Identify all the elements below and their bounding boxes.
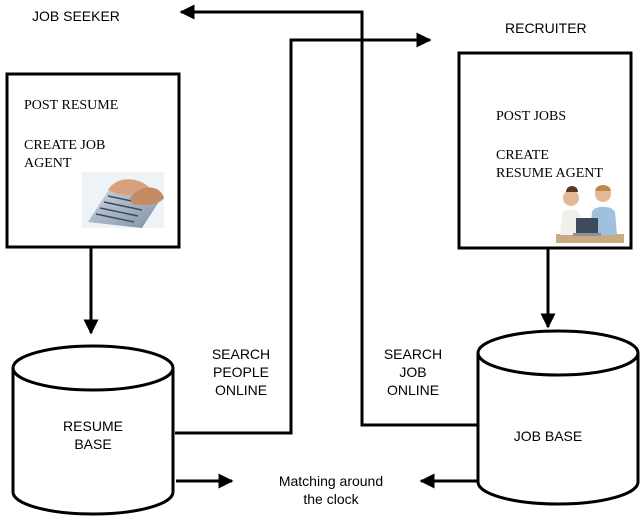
svg-text:the clock: the clock bbox=[303, 491, 359, 507]
search-job-online-label: SEARCH JOB ONLINE bbox=[384, 346, 442, 398]
create-job-agent-label-2: AGENT bbox=[24, 156, 72, 171]
resume-base-cylinder: RESUME BASE bbox=[11, 344, 175, 516]
svg-text:ONLINE: ONLINE bbox=[215, 382, 267, 398]
search-job-arrow bbox=[179, 4, 477, 427]
matching-around-the-clock-label: Matching around the clock bbox=[279, 473, 383, 507]
resume-base-label-2: BASE bbox=[74, 436, 111, 452]
svg-text:Matching around: Matching around bbox=[279, 473, 383, 489]
svg-text:PEOPLE: PEOPLE bbox=[213, 364, 269, 380]
post-jobs-label: POST JOBS bbox=[496, 109, 566, 124]
svg-text:JOB: JOB bbox=[399, 364, 426, 380]
typing-hands-icon bbox=[82, 172, 164, 228]
post-resume-label: POST RESUME bbox=[24, 98, 118, 113]
svg-text:SEARCH: SEARCH bbox=[384, 346, 442, 362]
business-people-icon bbox=[556, 185, 624, 243]
create-job-agent-label: CREATE JOB bbox=[24, 138, 105, 153]
job-seeker-box: POST RESUME CREATE JOB AGENT bbox=[5, 72, 181, 249]
job-base-label: JOB BASE bbox=[514, 428, 582, 444]
resume-base-label: RESUME bbox=[63, 418, 123, 434]
svg-text:SEARCH: SEARCH bbox=[212, 346, 270, 362]
recruiter-label: RECRUITER bbox=[505, 20, 587, 36]
create-resume-agent-label-2: RESUME AGENT bbox=[496, 166, 603, 181]
recruiter-box: POST JOBS CREATE RESUME AGENT bbox=[457, 51, 633, 250]
svg-text:ONLINE: ONLINE bbox=[387, 382, 439, 398]
search-people-online-label: SEARCH PEOPLE ONLINE bbox=[212, 346, 270, 398]
create-resume-agent-label: CREATE bbox=[496, 148, 549, 163]
job-base-cylinder: JOB BASE bbox=[476, 329, 640, 506]
job-seeker-label: JOB SEEKER bbox=[32, 8, 120, 24]
